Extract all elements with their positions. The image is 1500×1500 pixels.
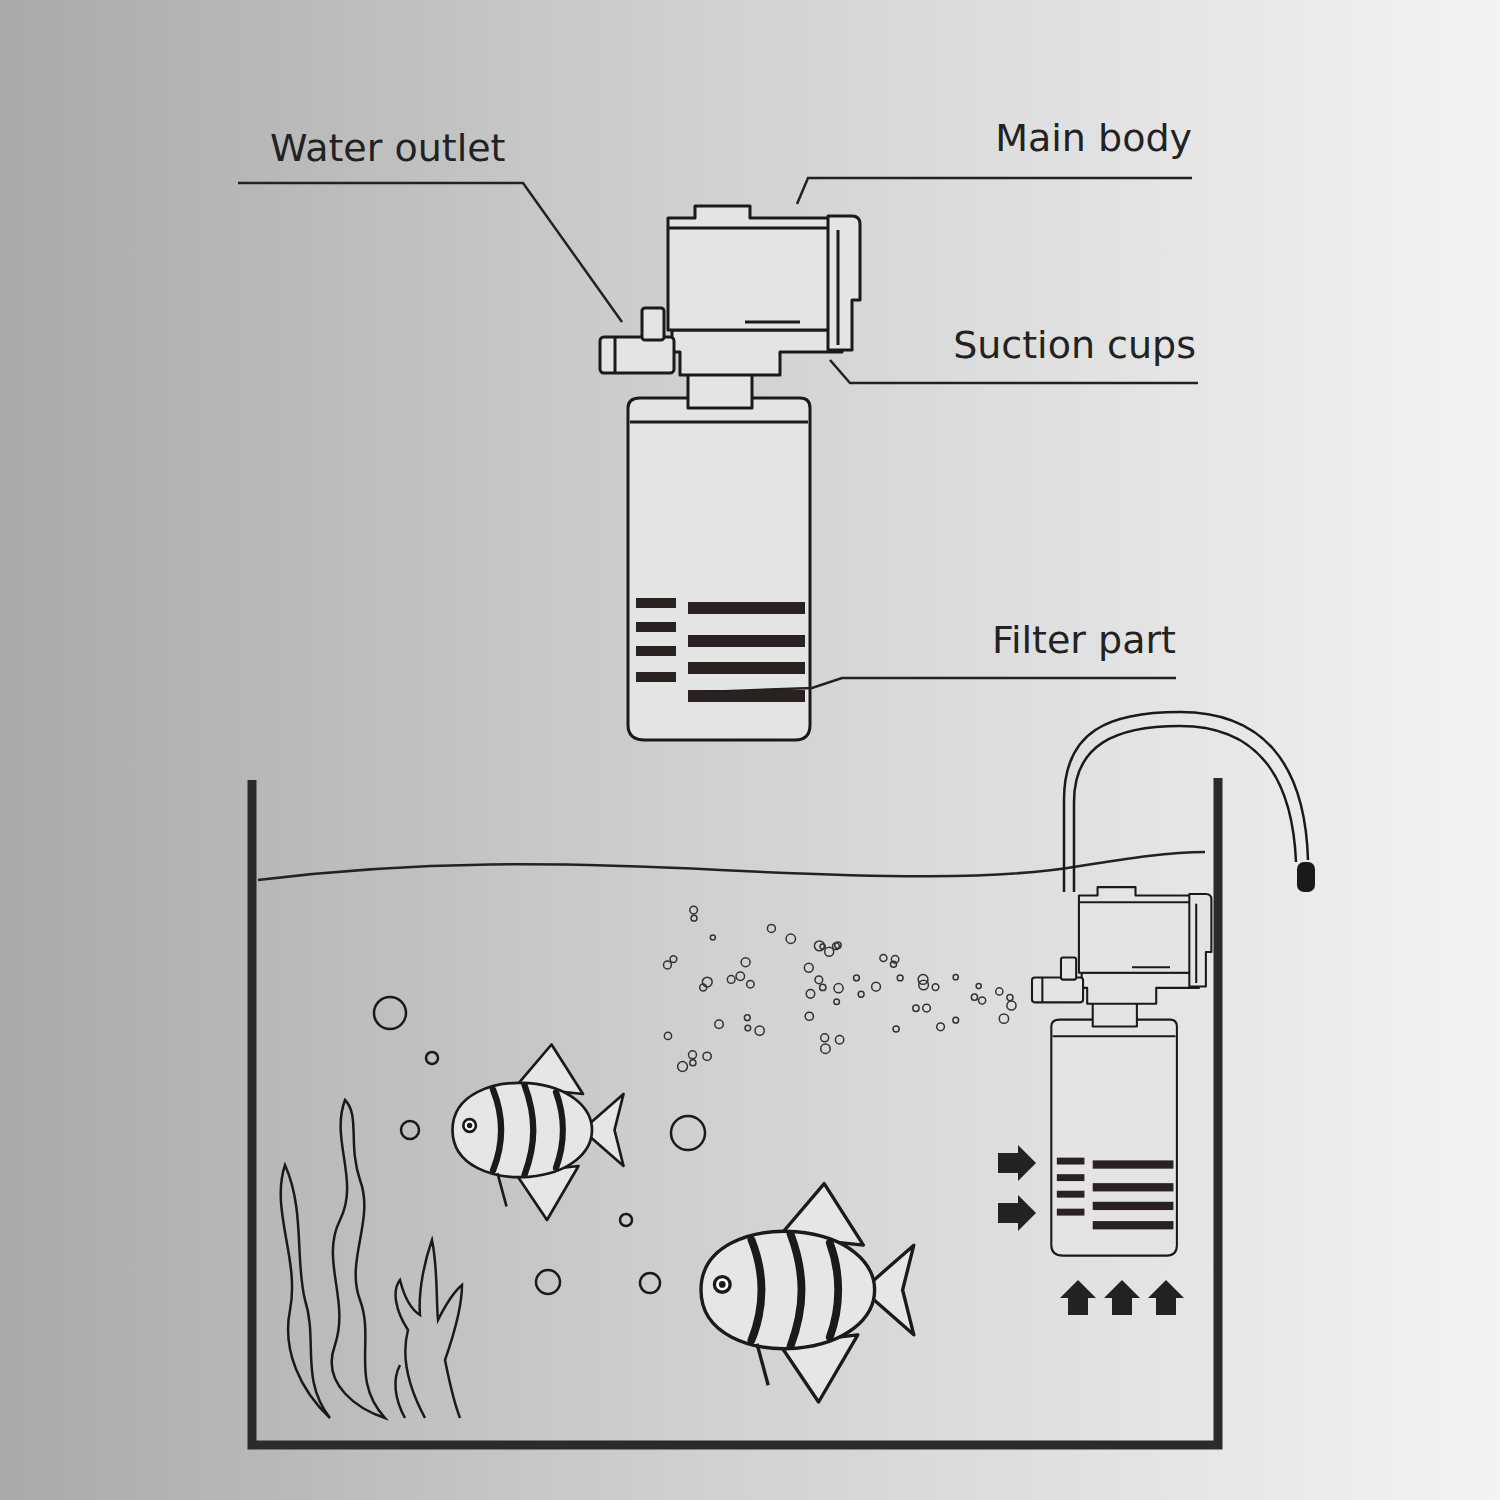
- bubble: [953, 1017, 959, 1023]
- bubble: [953, 975, 958, 980]
- bubble: [727, 976, 735, 984]
- bubble: [835, 1036, 843, 1044]
- bubble: [806, 990, 815, 999]
- bubble: [893, 1026, 899, 1032]
- bubble: [971, 994, 977, 1000]
- bubble: [664, 1032, 671, 1039]
- bubble: [872, 982, 881, 991]
- bubble: [913, 1005, 919, 1011]
- bubble: [703, 1052, 711, 1060]
- leader-lines: [238, 178, 1198, 692]
- bubble: [976, 984, 981, 989]
- bubble: [858, 991, 864, 997]
- bubble: [690, 1060, 696, 1066]
- bubble: [833, 943, 840, 950]
- bubble: [937, 1023, 945, 1031]
- bubble: [678, 1062, 688, 1072]
- plants: [281, 1100, 462, 1418]
- bubble: [815, 976, 823, 984]
- bubble: [979, 997, 986, 1004]
- bubble: [919, 980, 929, 990]
- bubble: [715, 1020, 723, 1028]
- bubble: [710, 935, 715, 940]
- air-hose: [1064, 712, 1308, 892]
- part-name: Suction cups: [953, 325, 1196, 367]
- bubble: [932, 984, 939, 991]
- bubble: [854, 975, 860, 981]
- bubble: [923, 1004, 931, 1012]
- bubble: [834, 999, 840, 1005]
- bubble: [890, 961, 896, 967]
- flow-arrows: [998, 1145, 1184, 1315]
- bubble: [821, 1044, 830, 1053]
- hose-nozzle: [1297, 862, 1315, 892]
- bubble: [1007, 1001, 1016, 1010]
- bubble: [744, 1015, 750, 1021]
- bubble: [820, 984, 826, 990]
- bubble: [786, 934, 795, 943]
- bubble: [700, 984, 707, 991]
- bubble: [691, 915, 697, 921]
- bubble: [741, 958, 750, 967]
- bubble: [825, 947, 834, 956]
- bubbles: [374, 997, 705, 1294]
- bubble: [805, 1012, 813, 1020]
- bubble: [663, 961, 671, 969]
- bubble: [880, 954, 887, 961]
- bubble: [821, 1034, 829, 1042]
- bubble: [804, 963, 813, 972]
- bubble: [999, 1014, 1008, 1023]
- bubble: [897, 975, 903, 981]
- filter-unit: [1032, 887, 1211, 1255]
- bubble: [767, 924, 775, 932]
- small-bubbles: [663, 906, 1016, 1071]
- bubble: [996, 988, 1003, 995]
- bubble: [814, 941, 824, 951]
- bubble: [670, 956, 677, 963]
- bubble: [745, 1025, 751, 1031]
- bubble: [702, 977, 712, 987]
- filter-unit: [600, 206, 860, 740]
- bubble: [834, 984, 843, 993]
- bubble: [1007, 994, 1013, 1000]
- fish: [453, 1045, 624, 1221]
- bubble: [690, 906, 698, 914]
- part-name: Main body: [995, 118, 1192, 160]
- part-name: Filter part: [992, 620, 1176, 662]
- bubble: [747, 980, 755, 988]
- fish: [701, 1184, 914, 1402]
- bubble: [689, 1051, 697, 1059]
- bubble: [736, 972, 744, 980]
- part-name: Water outlet: [270, 128, 505, 170]
- bubble: [755, 1026, 764, 1035]
